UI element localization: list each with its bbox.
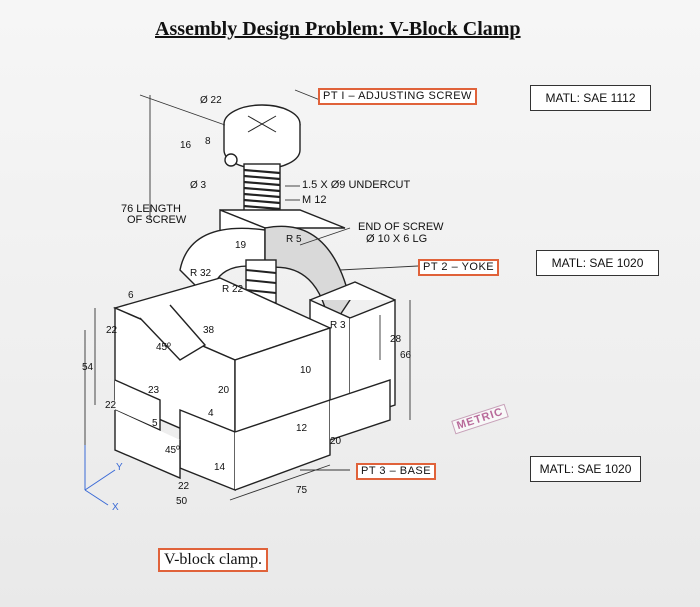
part-label-adjusting-screw: PT I – ADJUSTING SCREW — [318, 88, 477, 105]
dim-r32: R 32 — [190, 268, 212, 279]
dim-angle-45-bottom: 45º — [165, 445, 180, 456]
end-of-screw-size: Ø 10 X 6 LG — [366, 233, 428, 245]
screw-length-note-2: OF SCREW — [127, 214, 187, 226]
dim-38: 38 — [203, 325, 215, 336]
material-box-pt3: MATL: SAE 1020 — [530, 456, 641, 482]
material-box-pt2: MATL: SAE 1020 — [536, 250, 659, 276]
axis-triad — [84, 445, 116, 506]
dim-r5: R 5 — [286, 234, 302, 245]
page-title: Assembly Design Problem: V-Block Clamp — [155, 18, 521, 40]
dim-angle-45-top: 45º — [156, 342, 171, 353]
dim-20-right: 20 — [330, 436, 342, 447]
end-of-screw-note: END OF SCREW — [358, 221, 444, 233]
dim-14: 14 — [214, 462, 226, 473]
dim-66: 66 — [400, 350, 412, 361]
dim-23: 23 — [148, 385, 160, 396]
dim-28: 28 — [390, 334, 402, 345]
figure-caption: V-block clamp. — [158, 548, 269, 572]
axis-y-label: Y — [116, 462, 123, 473]
dim-dia-3: Ø 3 — [190, 180, 207, 191]
dim-5: 5 — [152, 418, 158, 429]
screw-length-note: 76 LENGTH — [121, 203, 181, 215]
dim-75: 75 — [296, 485, 308, 496]
dim-19: 19 — [235, 240, 247, 251]
undercut-note: 1.5 X Ø9 UNDERCUT — [302, 179, 411, 191]
dim-dia-22: Ø 22 — [200, 95, 222, 106]
dim-4: 4 — [208, 408, 214, 419]
dim-22-top: 22 — [106, 325, 118, 336]
dim-8: 8 — [205, 136, 211, 147]
pin-hole — [224, 153, 238, 167]
dim-22-bottom: 22 — [178, 481, 190, 492]
v-groove — [139, 304, 207, 361]
dim-54: 54 — [82, 362, 94, 373]
dim-6: 6 — [128, 290, 134, 301]
dim-12: 12 — [296, 423, 308, 434]
thread-note: M 12 — [302, 194, 327, 206]
dim-16: 16 — [180, 140, 192, 151]
dim-r22: R 22 — [222, 284, 244, 295]
dim-20: 20 — [218, 385, 230, 396]
part-label-base: PT 3 – BASE — [356, 463, 437, 480]
dim-r3: R 3 — [330, 320, 346, 331]
part-label-yoke: PT 2 – YOKE — [418, 259, 500, 276]
dim-50: 50 — [176, 496, 188, 507]
axis-x-label: X — [112, 502, 119, 513]
material-box-pt1: MATL: SAE 1112 — [530, 85, 651, 111]
dim-10: 10 — [300, 365, 312, 376]
dim-22-mid: 22 — [105, 400, 117, 411]
